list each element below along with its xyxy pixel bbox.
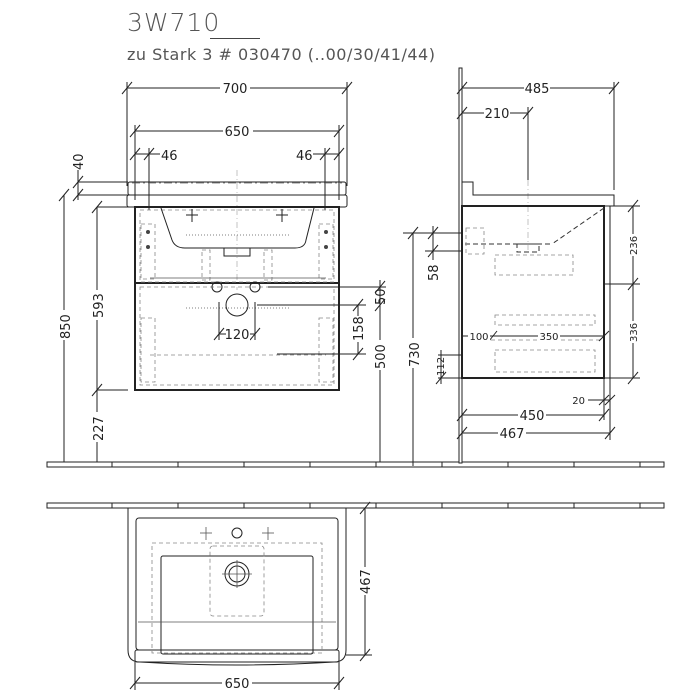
dim-120: 120 bbox=[225, 328, 250, 343]
dim-650-top: 650 bbox=[225, 677, 250, 692]
dim-467-side: 467 bbox=[500, 427, 525, 442]
dim-58: 58 bbox=[427, 264, 442, 281]
side-view: 485 210 236 336 bbox=[403, 67, 640, 466]
dim-700: 700 bbox=[223, 82, 248, 97]
dim-730: 730 bbox=[408, 342, 423, 367]
dim-236: 236 bbox=[629, 236, 640, 255]
dim-593: 593 bbox=[92, 293, 107, 318]
dim-850: 850 bbox=[59, 314, 74, 339]
dim-100: 100 bbox=[469, 332, 488, 343]
floor-line bbox=[46, 461, 665, 468]
dim-210: 210 bbox=[485, 107, 510, 122]
dim-46-right: 46 bbox=[296, 149, 313, 164]
drawing-subtitle: zu Stark 3 # 030470 (..00/30/41/44) bbox=[127, 45, 436, 64]
title-underline bbox=[210, 38, 260, 39]
dim-227: 227 bbox=[92, 416, 107, 441]
dim-40: 40 bbox=[72, 153, 87, 170]
dim-336: 336 bbox=[629, 323, 640, 342]
dim-350: 350 bbox=[539, 332, 558, 343]
drawing-title: 3W710 bbox=[127, 8, 221, 37]
dim-112: 112 bbox=[436, 357, 447, 376]
dim-50: 50 bbox=[374, 288, 389, 305]
dim-450: 450 bbox=[520, 409, 545, 424]
dim-46-left: 46 bbox=[161, 149, 178, 164]
dim-467-top: 467 bbox=[359, 569, 374, 594]
top-view: 650 467 bbox=[46, 501, 665, 692]
dim-20: 20 bbox=[572, 396, 585, 407]
dim-500: 500 bbox=[374, 344, 389, 369]
dim-485: 485 bbox=[525, 82, 550, 97]
dim-650-front: 650 bbox=[225, 125, 250, 140]
dim-158: 158 bbox=[352, 316, 367, 341]
front-view: 700 650 46 46 40 bbox=[57, 80, 389, 466]
